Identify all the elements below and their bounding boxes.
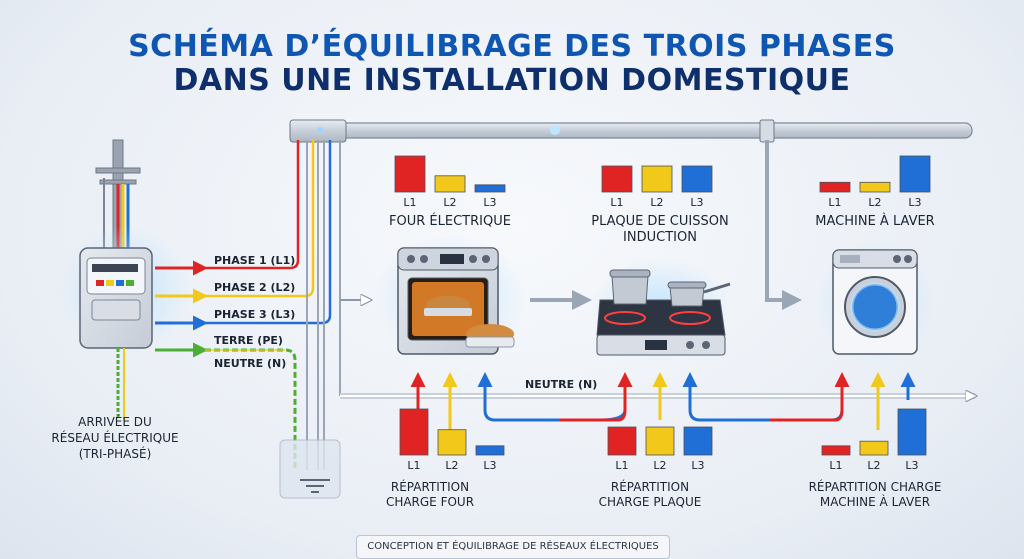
distribution-label-oven-line-1: RÉPARTITION <box>390 480 470 494</box>
load-bar-label-0-bot-L3: L3 <box>483 459 496 472</box>
line-label-phase2: PHASE 2 (L2) <box>214 281 296 294</box>
appliance-name-oven: FOUR ÉLECTRIQUE <box>389 214 511 229</box>
load-bar-label-2-bot-L2: L2 <box>867 459 880 472</box>
load-bar-label-2-top-L3: L3 <box>908 196 921 209</box>
load-bar-1-bot-L2 <box>645 426 675 456</box>
load-bar-label-1-bot-L3: L3 <box>691 459 704 472</box>
load-bar-2-top-L2 <box>859 181 891 193</box>
source-label-line-3: (TRI-PHASÉ) <box>78 447 152 461</box>
load-bar-label-1-bot-L1: L1 <box>615 459 628 472</box>
cooktop-illustration <box>590 258 731 358</box>
line-label-earth: TERRE (PE) <box>214 334 283 347</box>
load-bar-0-top-L3 <box>474 184 506 193</box>
distribution-label-washer-line-1: RÉPARTITION CHARGE <box>808 480 942 494</box>
load-bar-1-bot-L3 <box>683 426 713 456</box>
load-bar-2-bot-L3 <box>897 408 927 456</box>
cooktop-supply-arrows <box>652 372 850 422</box>
distribution-label-oven-line-2: CHARGE FOUR <box>385 495 475 509</box>
source-label-line-1: ARRIVÉE DU <box>78 415 152 429</box>
load-bar-1-top-L2 <box>641 165 673 193</box>
load-bar-label-1-top-L3: L3 <box>690 196 703 209</box>
load-bar-label-0-bot-L1: L1 <box>407 459 420 472</box>
distribution-label-cooktop: RÉPARTITION CHARGE PLAQUE <box>590 480 710 510</box>
appliance-name-cooktop-line-1: PLAQUE DE CUISSON <box>591 214 729 229</box>
neutral-bus-label: NEUTRE (N) <box>525 378 598 391</box>
load-bar-1-bot-L1 <box>607 426 637 456</box>
line-label-phase3: PHASE 3 (L3) <box>214 308 296 321</box>
oven-illustration <box>375 235 525 360</box>
load-bar-label-0-bot-L2: L2 <box>445 459 458 472</box>
washer-illustration <box>815 240 935 365</box>
source-label-line-2: RÉSEAU ÉLECTRIQUE <box>51 431 179 445</box>
appliance-name-cooktop-line-2: INDUCTION <box>623 230 697 245</box>
distribution-label-washer-line-2: MACHINE À LAVER <box>819 495 931 509</box>
load-bar-label-1-top-L2: L2 <box>650 196 663 209</box>
appliance-name-cooktop: PLAQUE DE CUISSON INDUCTION <box>580 214 740 246</box>
load-bar-0-top-L1 <box>394 155 426 193</box>
load-bar-0-bot-L1 <box>399 408 429 456</box>
title-line-2: DANS UNE INSTALLATION DOMESTIQUE <box>173 63 851 98</box>
utility-pole <box>95 139 141 251</box>
load-bar-0-top-L2 <box>434 175 466 193</box>
distribution-label-washer: RÉPARTITION CHARGE MACHINE À LAVER <box>790 480 960 510</box>
load-bar-1-top-L3 <box>681 165 713 193</box>
load-bar-label-2-top-L1: L1 <box>828 196 841 209</box>
load-bar-2-top-L1 <box>819 181 851 193</box>
load-bar-label-1-top-L1: L1 <box>610 196 623 209</box>
line-label-neutral: NEUTRE (N) <box>214 357 287 370</box>
appliance-name-washer: MACHINE À LAVER <box>815 214 935 229</box>
load-bar-label-0-top-L2: L2 <box>443 196 456 209</box>
load-bar-label-2-bot-L3: L3 <box>905 459 918 472</box>
load-bar-2-bot-L2 <box>859 440 889 456</box>
flow-arrow-washer <box>765 140 802 310</box>
line-label-phase1: PHASE 1 (L1) <box>214 254 296 267</box>
load-bar-2-bot-L1 <box>821 445 851 456</box>
source-label: ARRIVÉE DU RÉSEAU ÉLECTRIQUE (TRI-PHASÉ) <box>30 414 200 462</box>
footer-caption: CONCEPTION ET ÉQUILIBRAGE DE RÉSEAUX ÉLE… <box>356 535 670 559</box>
load-bar-label-2-bot-L1: L1 <box>829 459 842 472</box>
load-bar-1-top-L1 <box>601 165 633 193</box>
ground-box <box>279 439 341 499</box>
distribution-label-oven: RÉPARTITION CHARGE FOUR <box>370 480 490 510</box>
washer-supply-arrows <box>870 372 916 430</box>
load-bar-label-2-top-L2: L2 <box>868 196 881 209</box>
load-bar-label-0-top-L1: L1 <box>403 196 416 209</box>
load-bar-label-1-bot-L2: L2 <box>653 459 666 472</box>
load-bar-label-0-top-L3: L3 <box>483 196 496 209</box>
feeder-lines <box>155 140 341 470</box>
distribution-label-cooktop-line-1: RÉPARTITION <box>610 480 690 494</box>
load-bar-0-bot-L3 <box>475 445 505 456</box>
title-line-1: SCHÉMA D’ÉQUILIBRAGE DES TROIS PHASES <box>128 29 896 64</box>
load-bar-2-top-L3 <box>899 155 931 193</box>
load-bar-0-bot-L2 <box>437 429 467 456</box>
top-bus-bar <box>289 119 973 143</box>
distribution-label-cooktop-line-2: CHARGE PLAQUE <box>598 495 702 509</box>
